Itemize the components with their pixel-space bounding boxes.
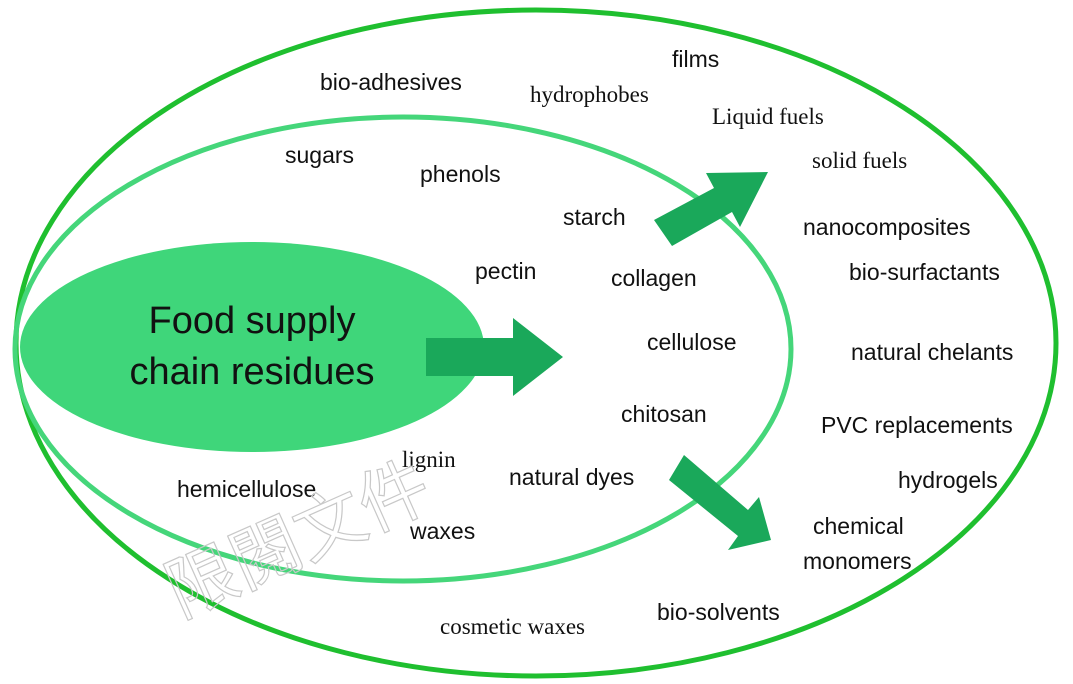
outer-label-natural-chelants: natural chelants (851, 339, 1013, 365)
outer-label-liquid-fuels: Liquid fuels (712, 104, 824, 129)
outer-label-cosmetic-waxes: cosmetic waxes (440, 614, 585, 639)
inner-label-pectin: pectin (475, 258, 536, 284)
outer-label-solid-fuels: solid fuels (812, 148, 907, 173)
outer-label-bio-surfactants: bio-surfactants (849, 259, 1000, 285)
outer-label-films: films (672, 46, 719, 72)
inner-label-starch: starch (563, 204, 626, 230)
inner-label-phenols: phenols (420, 161, 501, 187)
inner-label-sugars: sugars (285, 142, 354, 168)
outer-label-bio-adhesives: bio-adhesives (320, 69, 462, 95)
outer-label-bio-solvents: bio-solvents (657, 599, 780, 625)
watermark: 限閱文件 (154, 445, 443, 634)
outer-label-hydrogels: hydrogels (898, 467, 998, 493)
core-ellipse (20, 242, 484, 452)
core-title-line1: Food supply (148, 300, 355, 342)
outer-label-chemical: chemical (813, 513, 904, 539)
inner-label-lignin: lignin (402, 447, 456, 472)
outer-label-monomers: monomers (803, 548, 912, 574)
arrow-core-to-inner (426, 318, 563, 396)
inner-label-collagen: collagen (611, 265, 697, 291)
arrow-to-monomers (669, 455, 771, 550)
inner-label-hemicellulose: hemicellulose (177, 476, 316, 502)
inner-label-cellulose: cellulose (647, 329, 737, 355)
outer-label-pvc-replacements: PVC replacements (821, 412, 1013, 438)
inner-label-waxes: waxes (409, 518, 475, 544)
inner-label-chitosan: chitosan (621, 401, 707, 427)
arrow-to-fuels (654, 172, 768, 246)
outer-label-nanocomposites: nanocomposites (803, 214, 971, 240)
outer-label-hydrophobes: hydrophobes (530, 82, 649, 107)
inner-label-natural-dyes: natural dyes (509, 464, 634, 490)
core-title-line2: chain residues (129, 351, 374, 393)
inner-ring (12, 114, 794, 584)
